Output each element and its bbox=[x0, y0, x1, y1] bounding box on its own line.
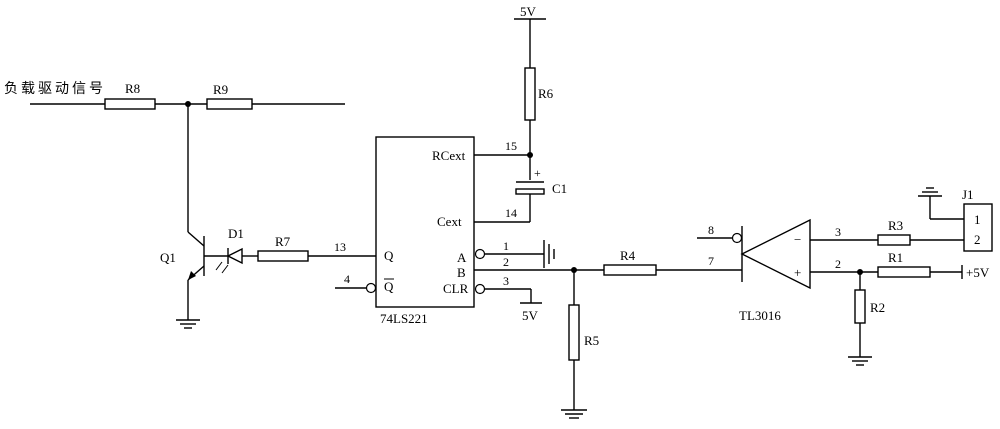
pin-number-14: 14 bbox=[505, 206, 517, 220]
comparator-minus: − bbox=[794, 232, 801, 247]
ic-pin-a: A bbox=[457, 250, 467, 265]
resistor-r5 bbox=[568, 304, 580, 361]
resistor-r8 bbox=[104, 98, 156, 110]
transistor-q1-label: Q1 bbox=[160, 250, 176, 265]
ic-pin-qbar: Q bbox=[384, 279, 394, 294]
resistor-r5-label: R5 bbox=[584, 333, 599, 348]
supply-5v-clr: 5V bbox=[522, 308, 539, 323]
inversion-bubble bbox=[474, 283, 486, 295]
connector-j1 bbox=[963, 203, 993, 252]
junction-dot bbox=[527, 152, 533, 158]
resistor-r1 bbox=[877, 266, 931, 278]
q1-emitter-arrow bbox=[188, 271, 196, 280]
resistor-r7 bbox=[257, 250, 309, 262]
ic-part-label: 74LS221 bbox=[380, 311, 428, 326]
supply-5v-top: 5V bbox=[520, 4, 537, 19]
led-d1-icon bbox=[226, 247, 243, 265]
diode-d1-label: D1 bbox=[228, 226, 244, 241]
resistor-r9-label: R9 bbox=[213, 82, 228, 97]
ic-pin-q: Q bbox=[384, 248, 394, 263]
pin-number-3b: 3 bbox=[835, 225, 841, 239]
resistor-r7-label: R7 bbox=[275, 234, 291, 249]
connector-pin1: 1 bbox=[974, 212, 981, 227]
pin-number-13: 13 bbox=[334, 240, 346, 254]
pin-number-3: 3 bbox=[503, 274, 509, 288]
pin-number-7: 7 bbox=[708, 254, 714, 268]
inversion-bubble bbox=[731, 232, 743, 244]
resistor-r3-label: R3 bbox=[888, 218, 903, 233]
resistor-r6 bbox=[524, 67, 536, 121]
resistor-r8-label: R8 bbox=[125, 81, 140, 96]
pin-number-2: 2 bbox=[503, 255, 509, 269]
resistor-r4 bbox=[603, 264, 657, 276]
capacitor-polarity: + bbox=[534, 166, 541, 180]
resistor-r3 bbox=[877, 234, 911, 246]
pin-number-2b: 2 bbox=[835, 257, 841, 271]
resistor-r2-label: R2 bbox=[870, 300, 885, 315]
connector-pin2: 2 bbox=[974, 232, 981, 247]
pin-number-15: 15 bbox=[505, 139, 517, 153]
comparator-plus: + bbox=[794, 265, 801, 280]
resistor-r9 bbox=[206, 98, 253, 110]
led-light-arrow bbox=[215, 261, 223, 271]
q1-collector bbox=[187, 231, 205, 247]
pin-number-8: 8 bbox=[708, 223, 714, 237]
ic-pin-rcext: RCext bbox=[432, 148, 466, 163]
resistor-r4-label: R4 bbox=[620, 248, 636, 263]
comparator-tl3016 bbox=[740, 218, 811, 290]
pin-number-1: 1 bbox=[503, 239, 509, 253]
capacitor-c1-label: C1 bbox=[552, 181, 567, 196]
supply-5v-right: +5V bbox=[966, 265, 990, 280]
inversion-bubble bbox=[474, 248, 486, 260]
resistor-r6-label: R6 bbox=[538, 86, 554, 101]
connector-j1-label: J1 bbox=[962, 187, 974, 202]
comparator-part-label: TL3016 bbox=[739, 308, 781, 323]
ic-pin-cext: Cext bbox=[437, 214, 462, 229]
signal-label: 负载驱动信号 bbox=[4, 81, 106, 97]
resistor-r1-label: R1 bbox=[888, 250, 903, 265]
pin-number-4: 4 bbox=[344, 272, 350, 286]
ic-pin-clr: CLR bbox=[443, 281, 469, 296]
inversion-bubble bbox=[365, 282, 377, 294]
ic-pin-b: B bbox=[457, 265, 466, 280]
resistor-r2 bbox=[854, 289, 866, 324]
